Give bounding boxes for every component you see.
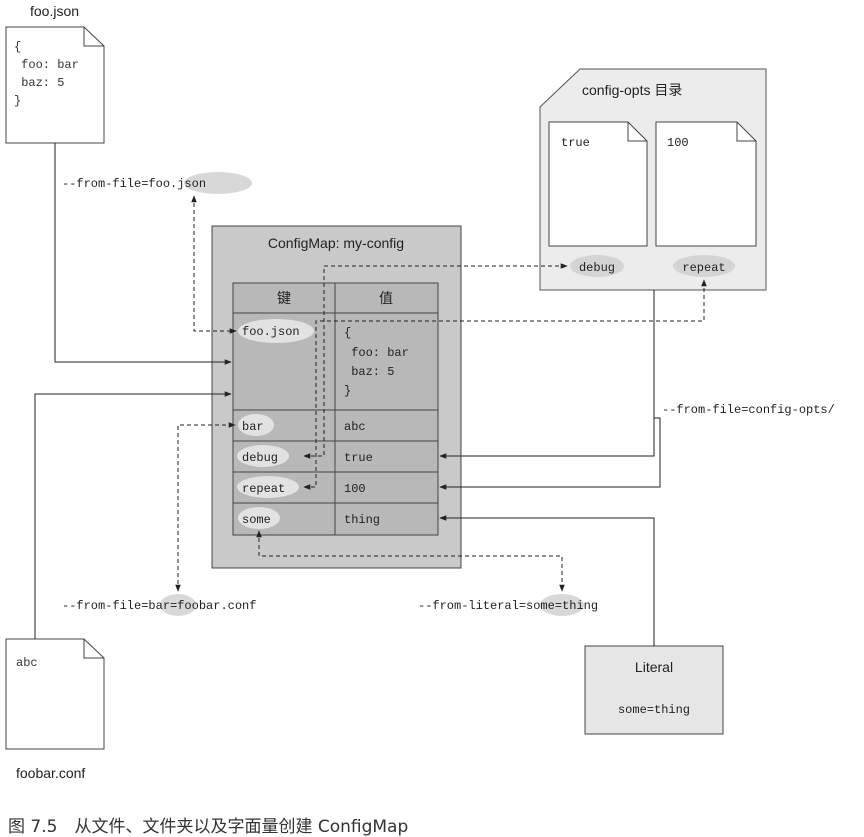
dashed-connectors xyxy=(175,195,707,592)
foobar-conf-label: foobar.conf xyxy=(16,765,85,781)
row-key-some: some xyxy=(242,513,271,527)
cmd-from-file-bar: --from-file=bar=foobar.conf xyxy=(62,594,256,616)
row-value-line-1: { xyxy=(344,326,351,340)
row-key-repeat: repeat xyxy=(242,482,285,496)
foo-json-line-1: { xyxy=(14,40,21,54)
row-value-line-4: } xyxy=(344,384,351,398)
repeat-file-connector xyxy=(439,417,661,490)
foobar-conf-connector xyxy=(34,391,232,639)
directory-file-repeat: 100 xyxy=(655,121,757,247)
figure-caption: 图 7.5 从文件、文件夹以及字面量创建 ConfigMap xyxy=(8,817,409,837)
directory-file-debug: true xyxy=(548,121,648,247)
cmd-from-file-bar-text: --from-file=bar=foobar.conf xyxy=(62,599,256,613)
row-key-foo-json: foo.json xyxy=(242,325,300,339)
foo-json-connector xyxy=(54,143,232,365)
literal-value: some=thing xyxy=(618,703,690,717)
directory-key-debug: debug xyxy=(579,261,615,275)
some-key-link xyxy=(256,530,565,592)
row-value-some: thing xyxy=(344,513,380,527)
debug-file-connector xyxy=(439,290,655,459)
foo-json-line-4: } xyxy=(14,94,21,108)
configmap-diagram: foo.json { foo: bar baz: 5 } --from-file… xyxy=(5,3,835,781)
cmd-from-literal-text: --from-literal=some=thing xyxy=(418,599,598,613)
bar-key-link xyxy=(175,422,236,592)
row-value-repeat: 100 xyxy=(344,482,366,496)
foo-json-key-link xyxy=(191,195,237,334)
foo-json-line-2: foo: bar xyxy=(14,58,79,72)
foo-json-line-3: baz: 5 xyxy=(14,76,64,90)
row-value-bar: abc xyxy=(344,420,366,434)
table-header-key: 键 xyxy=(277,290,291,306)
row-key-bar: bar xyxy=(242,420,264,434)
directory-file-debug-content: true xyxy=(561,136,590,150)
foo-json-file: foo.json { foo: bar baz: 5 } xyxy=(5,3,105,144)
directory-title: config-opts 目录 xyxy=(582,82,682,98)
literal-box: Literal some=thing xyxy=(584,645,724,735)
cmd-from-file-foo: --from-file=foo.json xyxy=(62,172,252,194)
repeat-key-link xyxy=(303,279,707,490)
literal-title: Literal xyxy=(635,659,673,675)
row-value-debug: true xyxy=(344,451,373,465)
foo-json-label: foo.json xyxy=(30,3,79,19)
foobar-conf-file: abc foobar.conf xyxy=(5,638,105,781)
configmap-panel: ConfigMap: my-config 键 值 foo.json { foo:… xyxy=(211,225,462,569)
config-opts-directory: config-opts 目录 true 100 debug repeat xyxy=(539,68,767,291)
foobar-conf-content: abc xyxy=(16,656,38,670)
directory-key-repeat: repeat xyxy=(682,261,725,275)
table-header-value: 值 xyxy=(379,290,393,306)
literal-connector xyxy=(439,515,655,646)
cmd-from-file-dir: --from-file=config-opts/ xyxy=(662,403,835,417)
configmap-title: ConfigMap: my-config xyxy=(268,235,404,251)
row-value-line-3: baz: 5 xyxy=(344,365,394,379)
directory-file-repeat-content: 100 xyxy=(667,136,689,150)
row-key-debug: debug xyxy=(242,451,278,465)
table-row: some thing xyxy=(238,507,380,529)
row-value-line-2: foo: bar xyxy=(344,346,409,360)
cmd-from-file-foo-text: --from-file=foo.json xyxy=(62,177,206,191)
cmd-from-literal: --from-literal=some=thing xyxy=(418,594,598,616)
